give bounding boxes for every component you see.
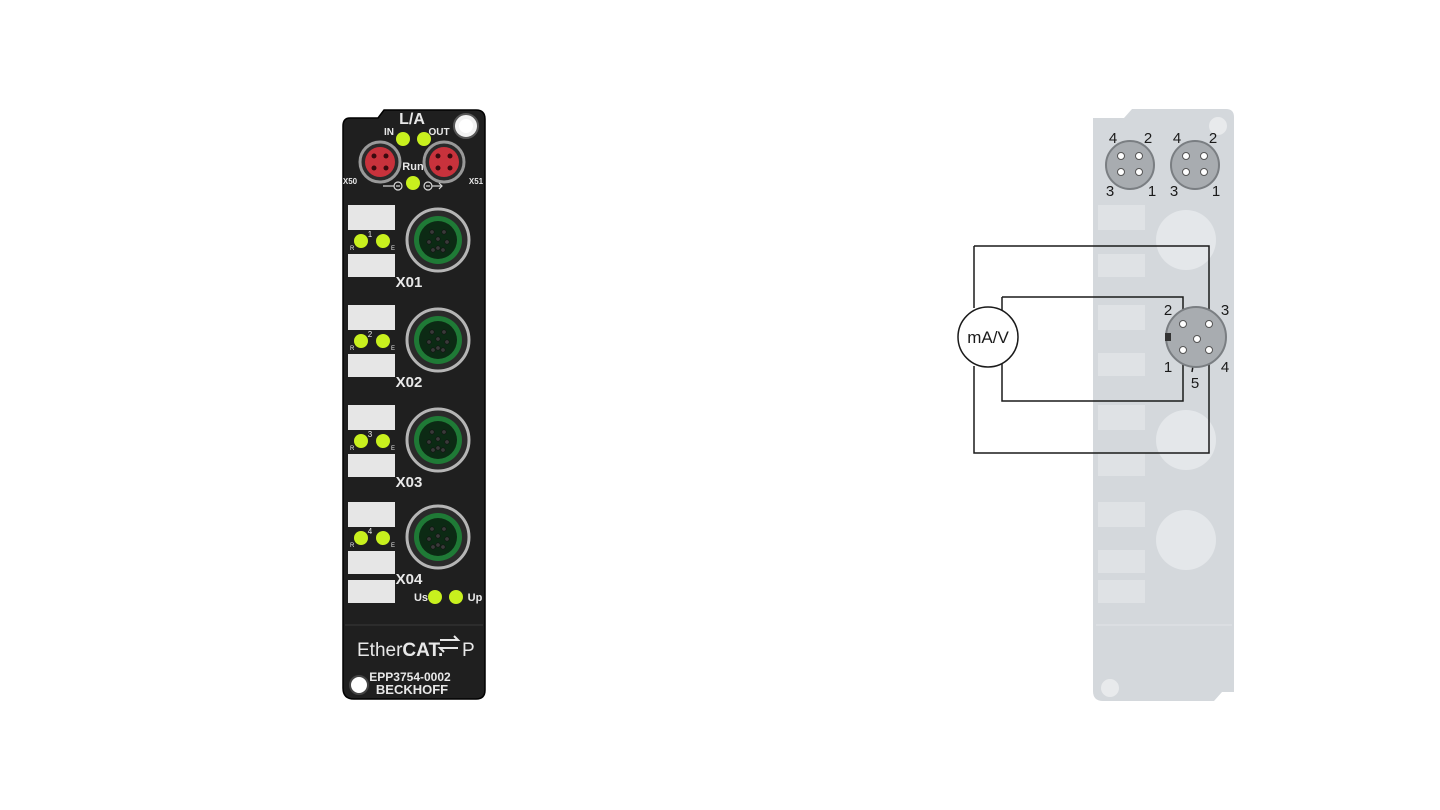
label-strip-bottom (348, 580, 395, 603)
r-label: R (350, 246, 355, 252)
panel-ghost-strips (1098, 205, 1145, 603)
wiring-lines (973, 245, 1210, 454)
label-strip (348, 454, 395, 477)
pin-label: 1 (1212, 183, 1220, 200)
led-la-in (396, 132, 410, 146)
r-label: R (350, 446, 355, 452)
pin-label: 3 (1221, 302, 1229, 319)
port-row-x01: R 1E X01 (348, 205, 471, 291)
device-housing (342, 109, 486, 700)
channel-number: 2 (368, 330, 373, 339)
led-la-out (417, 132, 431, 146)
port-row-x03: R 3E X03 (348, 405, 471, 491)
led-channel-run (354, 234, 368, 248)
port-label: X03 (396, 474, 423, 491)
channel-number: 1 (368, 230, 373, 239)
ethercat-arrows-icon (437, 635, 461, 653)
port-label: X02 (396, 374, 423, 391)
port-label: X04 (396, 571, 423, 588)
x50-label: X50 (343, 177, 358, 186)
fieldbus-connector-left (1105, 140, 1155, 190)
pin-label: 2 (1164, 302, 1172, 319)
port-row-x02: R 2E X02 (348, 305, 471, 391)
in-label: IN (384, 127, 394, 138)
label-strip (348, 305, 395, 330)
device-illustration: L/A IN OUT X50 X51 Run (342, 109, 486, 700)
sensor-label: mA/V (967, 328, 1009, 347)
pin-label: 1 (1148, 183, 1156, 200)
led-channel-error (376, 334, 390, 348)
mounting-hole-bottom (349, 675, 369, 695)
port-row-x04: R 4E X04 (348, 502, 471, 588)
pin-label: 3 (1170, 183, 1178, 200)
direction-arrows (383, 181, 443, 191)
ethercat-port-x51 (422, 140, 466, 184)
panel-hole-bottom (1101, 679, 1119, 697)
label-strip (348, 205, 395, 230)
m12-connector-5pin (1165, 306, 1227, 368)
ethercat-logo: EtherCAT. (357, 640, 443, 661)
panel-ghost-ports (1156, 210, 1216, 570)
led-channel-run (354, 334, 368, 348)
led-channel-run (354, 531, 368, 545)
label-strip (348, 354, 395, 377)
led-channel-run (354, 434, 368, 448)
label-strip (348, 551, 395, 574)
pin-label: 2 (1144, 130, 1152, 147)
led-channel-error (376, 234, 390, 248)
la-label: L/A (399, 111, 425, 128)
panel-hole-top (1209, 117, 1227, 135)
pin-label: 5 (1191, 375, 1199, 392)
sensor-symbol (957, 306, 1019, 368)
pin-label: 3 (1106, 183, 1114, 200)
pin-label: 4 (1109, 130, 1117, 147)
e-label: E (391, 246, 395, 252)
label-strip (348, 405, 395, 430)
r-label: R (350, 543, 355, 549)
out-label: OUT (428, 127, 449, 138)
e-label: E (391, 346, 395, 352)
led-channel-error (376, 531, 390, 545)
model-label: EPP3754-0002 (369, 670, 451, 684)
ethercat-port-x50 (358, 140, 402, 184)
us-label: Us (414, 592, 428, 604)
pin-label: 4 (1173, 130, 1181, 147)
channel-number: 4 (368, 527, 373, 536)
e-label: E (391, 543, 395, 549)
label-strip (348, 502, 395, 527)
fieldbus-connector-right (1170, 140, 1220, 190)
led-channel-error (376, 434, 390, 448)
pin-label: 1 (1164, 359, 1172, 376)
r-label: R (350, 346, 355, 352)
label-strip (348, 254, 395, 277)
led-us (428, 590, 442, 604)
channel-number: 3 (368, 430, 373, 439)
wiring-schematic: 4 2 3 1 4 2 3 1 mA/V (957, 109, 1234, 701)
led-run (406, 176, 420, 190)
x51-label: X51 (469, 177, 484, 186)
pin-label: 4 (1221, 359, 1229, 376)
up-label: Up (468, 592, 483, 604)
led-up (449, 590, 463, 604)
ethercat-p-label: P (462, 640, 475, 661)
pin-label: 2 (1209, 130, 1217, 147)
manufacturer-label: BECKHOFF (376, 682, 448, 697)
run-label: Run (402, 161, 424, 173)
port-label: X01 (396, 274, 423, 291)
e-label: E (391, 446, 395, 452)
